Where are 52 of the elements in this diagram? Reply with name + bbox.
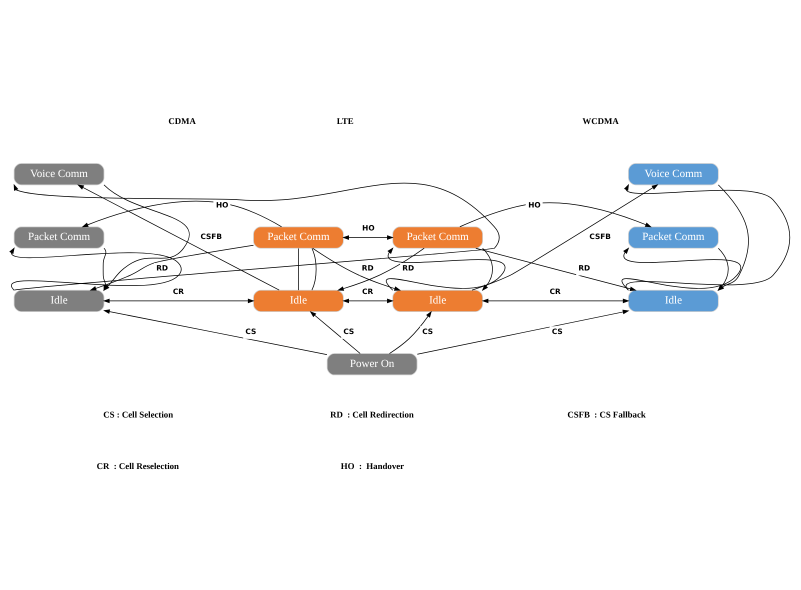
label: LTE [336,116,354,126]
label: WCDMA [582,116,619,126]
label: CS : Cell Selection [103,409,174,420]
arrow [389,310,432,354]
edge-label: RD [578,264,590,273]
arrow [459,202,652,228]
edge-label: CS [552,327,563,336]
label: HO : Handover [340,460,404,471]
label: CR : Cell Reselection [96,460,179,471]
label: RD : Cell Redirection [330,409,414,420]
node-box: Power On [326,353,418,376]
edge-label: CR [172,286,184,296]
arrow [103,309,328,355]
node-box: Idle [628,290,719,312]
node-box: Packet Comm [14,226,104,249]
node-box: Packet Comm [628,226,719,249]
edge-label: RD [402,264,414,273]
node-box: Packet Comm [253,226,344,249]
arrow [482,248,493,292]
node-box: Voice Comm [628,163,719,186]
arrow [386,247,506,291]
arrow [342,298,394,304]
edge-label: CSFB [200,232,222,242]
node-box: Voice Comm [14,163,104,186]
arrow [482,298,630,304]
arrow [416,310,630,355]
arrow [310,311,361,354]
arrow [337,248,425,291]
edge-label: CSFB [589,232,611,242]
node-box: Idle [392,290,483,312]
edge-label: CR [362,286,374,296]
connector [312,248,316,290]
arrow [102,298,255,304]
edge-label: CS [245,327,256,336]
edge-label: HO [216,200,228,210]
label: CSFB : CS Fallback [567,409,646,420]
edge-label: HO [528,200,541,210]
edge-label: HO [362,224,375,233]
arrow [475,248,637,292]
arrow [312,248,401,291]
node-box: Idle [253,290,344,312]
edge-label: RD [362,264,374,273]
edge-label: CR [550,286,561,296]
edge-label: RD [156,264,168,273]
edge-label: CS [343,327,354,336]
arrow [342,235,394,240]
connector [298,248,299,290]
node-box: Idle [14,290,104,312]
node-box: Packet Comm [392,226,483,249]
arrow [472,184,658,290]
edge-label: CS [422,327,434,336]
label: CDMA [168,116,196,126]
